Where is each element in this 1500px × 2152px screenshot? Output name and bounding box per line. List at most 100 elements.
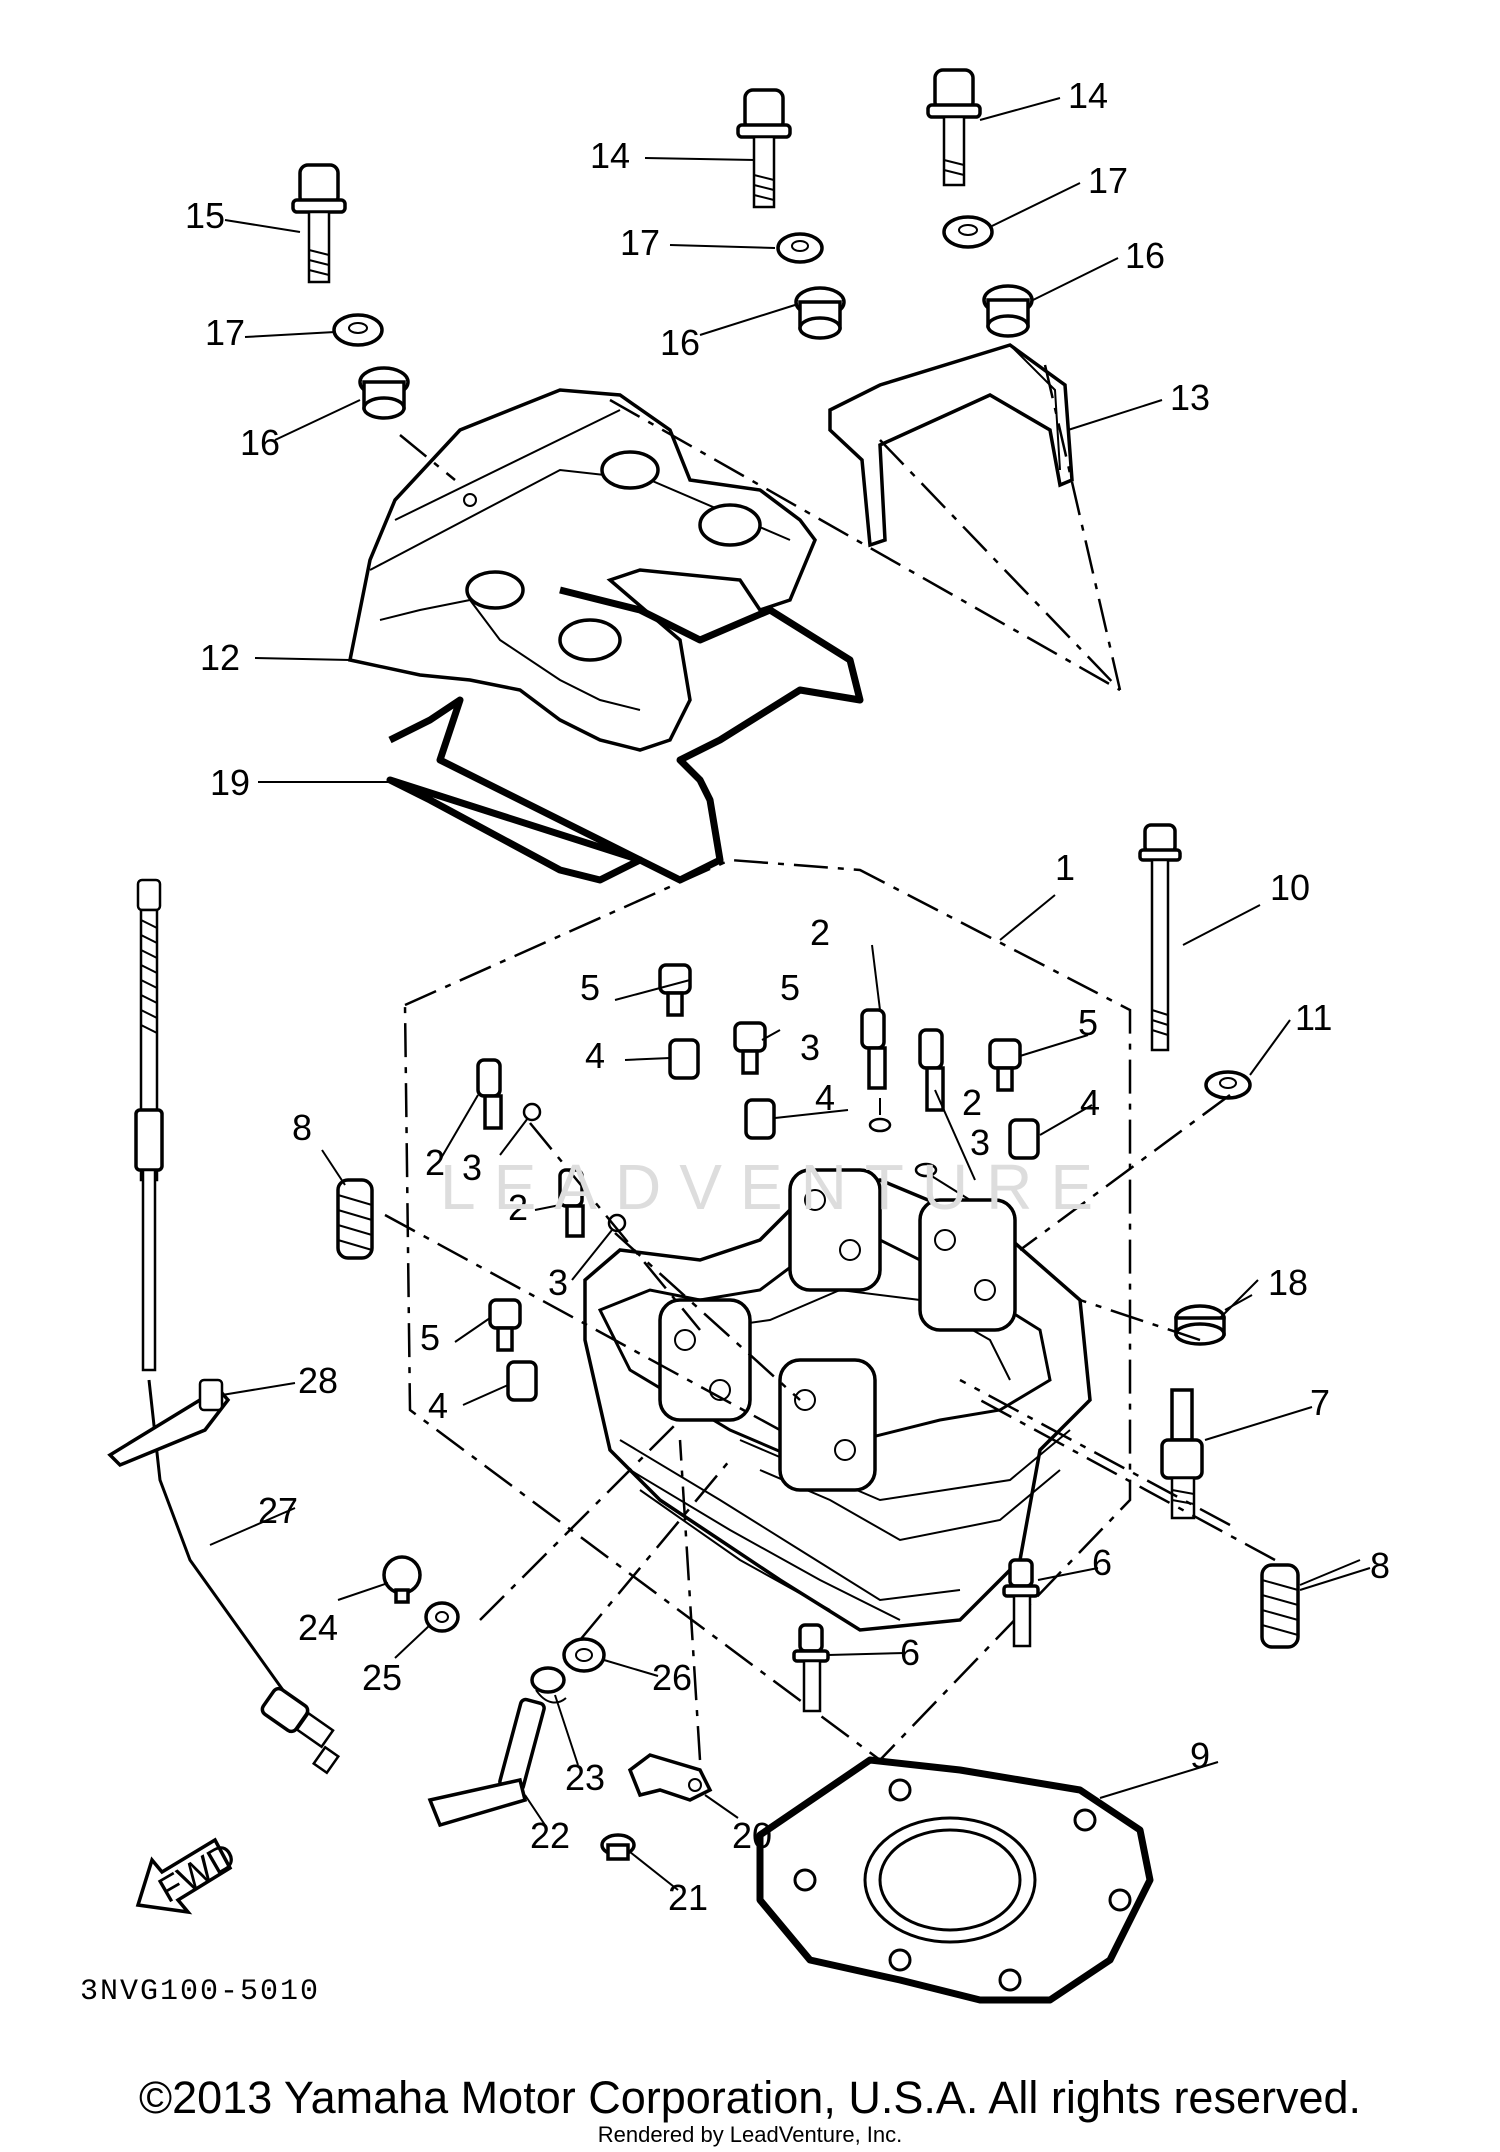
grommet-16-left — [358, 366, 410, 420]
callout-4-d: 4 — [428, 1385, 448, 1426]
callout-17-center: 17 — [620, 222, 660, 263]
head-assembly-boundary-1 — [403, 858, 1132, 1762]
callout-26: 26 — [652, 1657, 692, 1698]
callout-5-c: 5 — [1078, 1002, 1098, 1043]
spark-plug-7 — [1160, 1388, 1204, 1520]
callout-16-right: 16 — [1125, 235, 1165, 276]
bolt-14-center — [736, 88, 792, 209]
gasket-19 — [388, 586, 864, 884]
callout-8-left: 8 — [292, 1107, 312, 1148]
callout-11: 11 — [1295, 997, 1332, 1038]
o-ring-3-a — [522, 1102, 542, 1122]
bracket-28 — [107, 1378, 231, 1468]
callout-2-right: 2 — [962, 1082, 982, 1123]
washer-17-center — [776, 232, 824, 264]
rendered-by-notice: Rendered by LeadVenture, Inc. — [597, 2122, 903, 2147]
callout-20: 20 — [732, 1815, 772, 1856]
cylinder-head — [583, 1168, 1092, 1632]
bolt-5-c — [988, 1038, 1022, 1092]
spring-23 — [530, 1666, 567, 1704]
callout-1: 1 — [1055, 847, 1075, 888]
callout-2-mid: 2 — [508, 1187, 528, 1228]
callout-23: 23 — [565, 1757, 605, 1798]
callout-3-mid: 3 — [548, 1262, 568, 1303]
valve-cover-12 — [347, 388, 817, 752]
dowel-4-b — [744, 1098, 776, 1140]
callout-17-left: 17 — [205, 312, 245, 353]
callout-2-top: 2 — [810, 912, 830, 953]
callout-28: 28 — [298, 1360, 338, 1401]
stud-2-a — [476, 1058, 503, 1130]
stud-2-c — [860, 1008, 887, 1090]
callout-labels: 15 17 16 14 14 17 17 16 16 13 12 19 1 10… — [185, 75, 1390, 1918]
bolt-5-d — [488, 1298, 522, 1352]
grommet-16-center — [794, 286, 846, 340]
bolt-5-b — [733, 1021, 767, 1075]
bolt-15 — [291, 163, 347, 284]
callout-19: 19 — [210, 762, 250, 803]
leader-lines — [209, 97, 1371, 1891]
callout-3-right: 3 — [970, 1122, 990, 1163]
base-gasket-9 — [756, 1756, 1154, 2004]
dowel-4-d — [506, 1360, 538, 1402]
o-ring-3-d — [914, 1162, 938, 1178]
dowel-4-a — [668, 1038, 700, 1080]
callout-24: 24 — [298, 1607, 338, 1648]
callout-16-left: 16 — [240, 422, 280, 463]
callout-8-right: 8 — [1370, 1545, 1390, 1586]
callout-9: 9 — [1190, 1735, 1210, 1776]
callout-4-c: 4 — [1080, 1082, 1100, 1123]
callout-4-b: 4 — [815, 1077, 835, 1118]
callout-14-center: 14 — [590, 135, 630, 176]
cover-plate-13 — [828, 343, 1074, 548]
callout-6-right: 6 — [1092, 1542, 1112, 1583]
callout-5-d: 5 — [420, 1317, 440, 1358]
watermark: LEADVENTURE — [440, 1151, 1111, 1223]
bolt-5-a — [658, 963, 692, 1017]
cable-27 — [134, 878, 341, 1775]
seal-26 — [562, 1637, 606, 1673]
shaft-22 — [427, 1697, 546, 1828]
diagram-code: 3NVG100-5010 — [80, 1975, 321, 2009]
o-ring-3-c — [868, 1117, 892, 1133]
callout-18: 18 — [1268, 1262, 1308, 1303]
callout-2-left: 2 — [425, 1142, 445, 1183]
washer-11 — [1204, 1070, 1252, 1100]
callout-21: 21 — [668, 1877, 708, 1918]
callout-5-a: 5 — [580, 967, 600, 1008]
callout-3-left: 3 — [462, 1147, 482, 1188]
grommet-16-right — [982, 284, 1034, 338]
spring-8-left — [336, 1178, 374, 1260]
stud-6-left — [792, 1623, 830, 1713]
callout-14-right: 14 — [1068, 75, 1108, 116]
stud-2-b — [558, 1168, 585, 1238]
callout-10: 10 — [1270, 867, 1310, 908]
head-bolt-10 — [1138, 823, 1182, 1052]
spring-8-right — [1260, 1563, 1300, 1649]
callout-12: 12 — [200, 637, 240, 678]
forward-arrow: FWD — [135, 1834, 243, 1915]
plug-18 — [1174, 1304, 1226, 1346]
screw-21 — [600, 1833, 636, 1861]
callout-7: 7 — [1310, 1382, 1330, 1423]
bolt-14-right — [926, 68, 982, 187]
stud-6-right — [1002, 1558, 1040, 1648]
callout-22: 22 — [530, 1815, 570, 1856]
callout-27: 27 — [258, 1490, 298, 1531]
callout-5-b: 5 — [780, 967, 800, 1008]
fwd-label: FWD — [151, 1834, 242, 1910]
dowel-4-c — [1008, 1118, 1040, 1160]
callout-17-right: 17 — [1088, 160, 1128, 201]
washer-17-left — [332, 313, 384, 347]
callout-16-center: 16 — [660, 322, 700, 363]
plug-24 — [382, 1555, 422, 1604]
callout-15: 15 — [185, 195, 225, 236]
callout-3-top: 3 — [800, 1027, 820, 1068]
copyright-notice: ©2013 Yamaha Motor Corporation, U.S.A. A… — [138, 2072, 1362, 2123]
washer-17-right — [942, 215, 994, 249]
o-ring-3-b — [607, 1213, 627, 1233]
callout-25: 25 — [362, 1657, 402, 1698]
bracket-20 — [627, 1753, 713, 1802]
callout-6-left: 6 — [900, 1632, 920, 1673]
